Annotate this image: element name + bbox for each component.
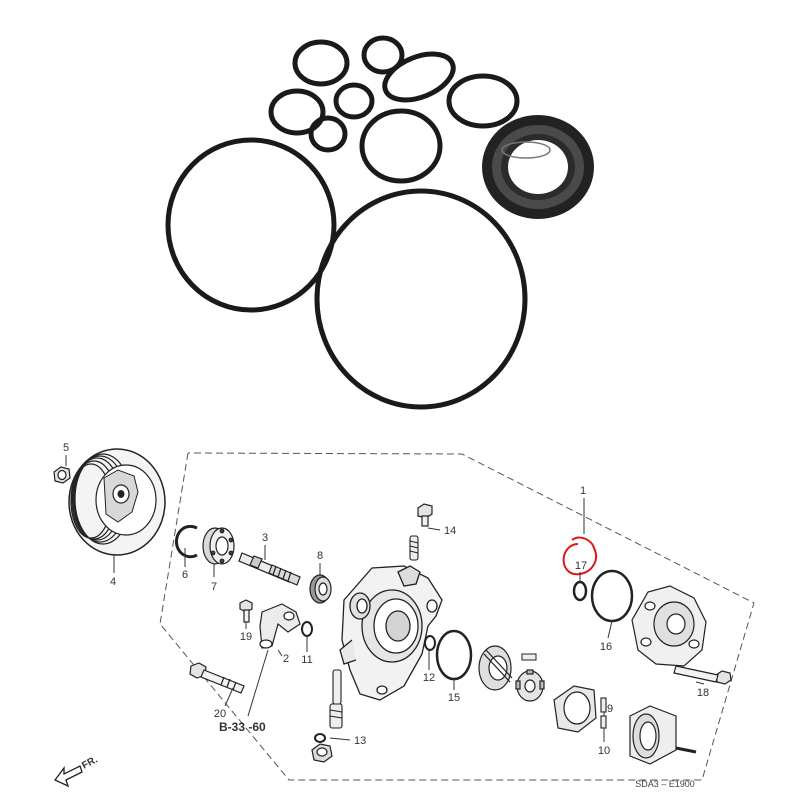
pin — [521, 653, 537, 661]
o-ring — [361, 35, 405, 75]
oval-seal-ring — [382, 51, 456, 103]
snap-ring — [174, 525, 198, 559]
callout-17: 17 — [575, 560, 587, 572]
o-ring — [308, 115, 348, 153]
nut — [53, 466, 71, 484]
cover-bolt — [673, 665, 732, 685]
leader-lines — [65, 455, 705, 742]
callout-10: 10 — [598, 745, 610, 757]
o-ring — [446, 73, 520, 129]
callout-19: 19 — [240, 631, 252, 643]
oil-seal — [482, 115, 594, 219]
pump-body — [339, 565, 443, 701]
callout-6: 6 — [182, 569, 188, 581]
pump-cover — [631, 585, 707, 667]
diagram-code: SDA3 – E1900 — [635, 779, 695, 789]
o-ring-small — [301, 621, 313, 637]
callout-11: 11 — [301, 654, 312, 666]
o-ring — [359, 108, 443, 184]
bearing — [202, 527, 235, 565]
callout-20: 20 — [214, 708, 226, 720]
side-plate — [478, 645, 513, 691]
o-ring — [333, 82, 375, 120]
front-label: FR. — [80, 754, 100, 771]
callout-12: 12 — [423, 672, 435, 684]
o-ring-small — [314, 733, 326, 743]
rotor — [515, 669, 545, 702]
callout-16: 16 — [600, 641, 612, 653]
flow-control-valve — [329, 669, 343, 729]
callout-9: 9 — [607, 703, 613, 715]
plug-bolt — [311, 743, 333, 763]
outlet-joint — [259, 603, 301, 649]
callout-13: 13 — [354, 735, 366, 747]
o-ring-small — [424, 635, 436, 651]
callout-14: 14 — [444, 525, 456, 537]
callout-18: 18 — [697, 687, 709, 699]
callout-7: 7 — [211, 581, 217, 593]
callout-5: 5 — [63, 442, 69, 454]
callout-4: 4 — [110, 576, 116, 588]
callouts: 1 2 3 4 5 6 7 8 9 10 11 12 13 14 15 16 1… — [63, 442, 709, 757]
valve-spring — [409, 535, 419, 561]
assembly-boundary — [159, 452, 755, 781]
callout-8: 8 — [317, 550, 323, 562]
pin — [675, 746, 697, 754]
callout-1: 1 — [580, 485, 586, 497]
large-o-ring — [314, 188, 528, 410]
o-ring — [268, 88, 326, 136]
o-ring — [590, 569, 634, 623]
o-ring — [435, 629, 473, 681]
cap-bolt — [417, 503, 433, 527]
front-arrow — [53, 765, 83, 788]
o-ring-small — [572, 580, 588, 602]
cam-ring — [553, 685, 597, 733]
long-bolt — [189, 662, 245, 694]
reference-label: B-33 -60 — [219, 720, 266, 734]
callout-3: 3 — [262, 532, 268, 544]
o-ring — [292, 39, 350, 87]
seal-kit — [165, 35, 528, 410]
callout-2: 2 — [283, 653, 289, 665]
shaft — [238, 552, 301, 586]
pulley — [68, 448, 166, 556]
callout-15: 15 — [448, 692, 460, 704]
bolt — [239, 599, 253, 623]
seal — [309, 574, 332, 604]
pump-cover-ring — [629, 705, 677, 765]
large-o-ring — [165, 137, 337, 313]
